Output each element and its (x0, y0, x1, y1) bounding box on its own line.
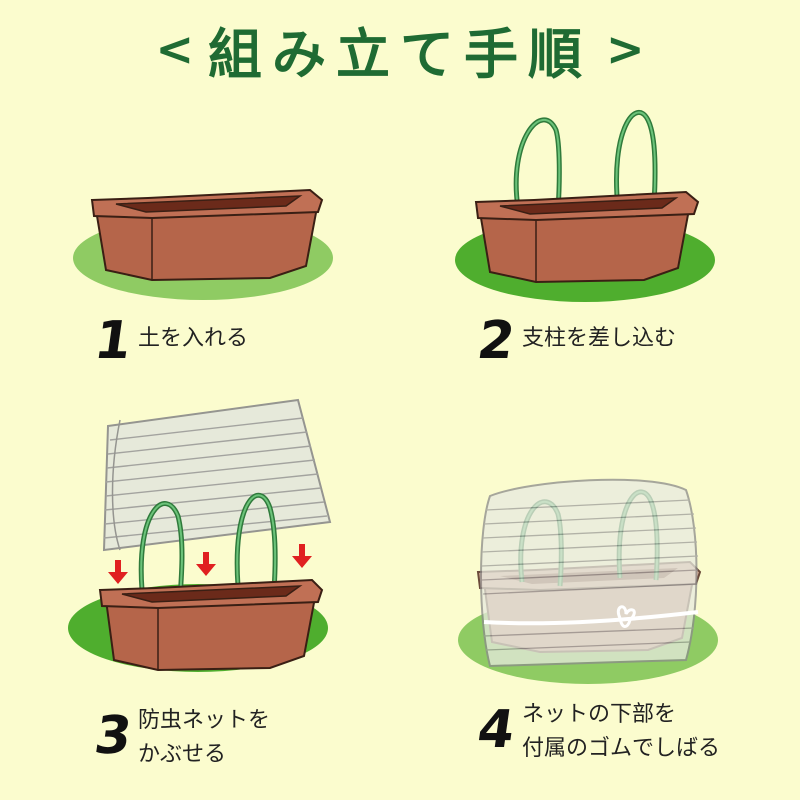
step-3-number: 3 (90, 706, 136, 766)
stake-left-inner (515, 118, 561, 211)
step-2-number: 2 (473, 311, 519, 371)
step-3-caption-line-1: 防虫ネットを (138, 708, 271, 733)
title-left-bracket: < (155, 22, 194, 76)
step-3-caption-line-2: かぶせる (138, 742, 227, 767)
rubber-band (483, 610, 699, 626)
step-4-caption-line-2: 付属のゴムでしばる (522, 736, 721, 761)
soil (121, 585, 303, 603)
step-4-caption: ネットの下部を 付属のゴムでしばる (522, 698, 720, 766)
step-4-caption-line-1: ネットの下部を (522, 702, 677, 727)
step-1-caption-line-1: 土を入れる (138, 326, 249, 351)
soil (115, 195, 303, 213)
step-2-illustration (455, 110, 715, 302)
stake-right-inner (615, 111, 657, 209)
rubber-band-knot (616, 605, 636, 628)
step-2-caption-line-1: 支柱を差し込む (522, 326, 677, 351)
step-3-caption: 防虫ネットを かぶせる (138, 704, 270, 772)
soil (499, 197, 679, 215)
step-1-illustration (73, 188, 333, 300)
title-text: 組み立て手順 (208, 22, 592, 86)
step-1-number: 1 (90, 311, 136, 371)
insect-net (480, 478, 699, 668)
stake-left (513, 117, 562, 211)
title-right-bracket: > (606, 22, 645, 76)
step-2-caption: 支柱を差し込む (522, 322, 676, 356)
insect-net (102, 398, 332, 552)
step-4-illustration (458, 478, 718, 684)
step-1-caption: 土を入れる (138, 322, 248, 356)
page-title: < 組み立て手順 > (0, 14, 800, 86)
step-3-illustration (68, 398, 332, 672)
step-4-number: 4 (473, 700, 519, 760)
down-arrow-icon (108, 544, 312, 584)
